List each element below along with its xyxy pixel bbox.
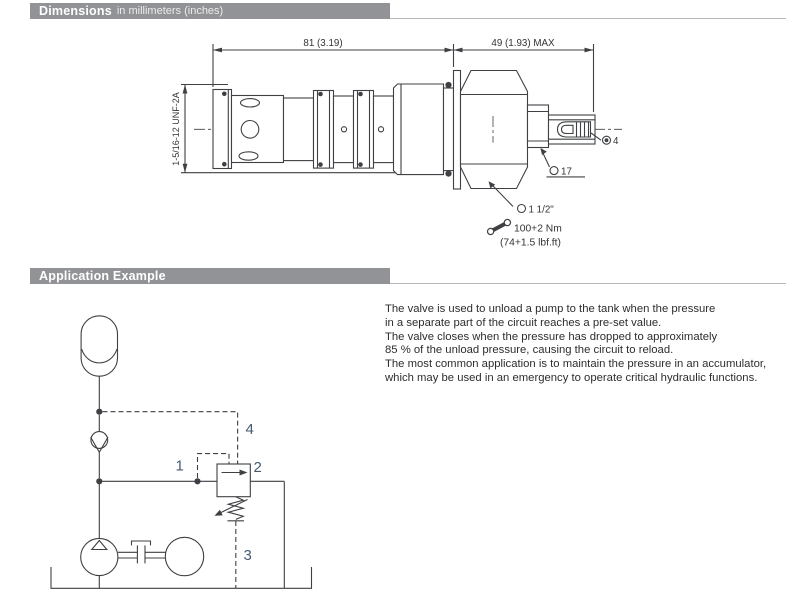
application-line: The valve is used to unload a pump to th… [385, 303, 716, 315]
port-hole [240, 119, 260, 139]
callout-torque: 1 1/2" 100+2 Nm (74+1.5 lbf.ft) [486, 181, 562, 249]
hex-large-label: 1 1/2" [529, 205, 555, 216]
valve-body [212, 69, 596, 190]
wrench-icon [486, 218, 512, 236]
application-line: which may be used in an emergency to ope… [385, 371, 758, 384]
application-header-bar: Application Example [30, 268, 390, 284]
dimension-49: 49 (1.93) MAX [453, 38, 595, 112]
drive-coupling-symbol [117, 540, 166, 564]
oring-dot [445, 81, 452, 89]
unloading-valve-symbol [216, 463, 251, 498]
dimension-81: 81 (3.19) [212, 38, 455, 87]
dimensions-header-title: Dimensions [39, 4, 112, 18]
application-line: in a separate part of the circuit reache… [385, 316, 662, 329]
check-valve-symbol [90, 414, 109, 479]
port-2-label: 2 [254, 459, 262, 476]
hex-symbol-icon [516, 203, 527, 214]
valve-dimension-drawing: 81 (3.19) 49 (1.93) MAX 1-5/16-12 UNF-2A [171, 38, 622, 249]
cross-hole [239, 98, 261, 108]
torque-nm-label: 100+2 Nm [514, 224, 562, 235]
dim-width-label: 81 (3.19) [303, 38, 342, 49]
tank-symbol [50, 567, 313, 589]
pilot-line-1 [196, 453, 230, 478]
application-description: The valve is used to unload a pump to th… [385, 303, 770, 386]
allen-size-label: 4 [613, 136, 619, 147]
oring-dot [445, 170, 452, 177]
junction-dot [96, 408, 103, 415]
seal-dot [222, 91, 227, 97]
dimensions-header-bar: Dimensions in millimeters (inches) [30, 3, 390, 19]
hex-symbol-icon [549, 166, 559, 176]
motor-symbol [164, 536, 205, 577]
oring-dot [318, 162, 323, 167]
oring-dot [318, 91, 323, 97]
large-hex [459, 69, 529, 190]
application-circuit: 4 1 2 [50, 315, 313, 589]
adjust-screw [556, 121, 592, 138]
callout-allen-4: 4 [590, 132, 619, 147]
hex-small-label: 17 [561, 167, 572, 178]
application-line: The valve closes when the pressure has d… [385, 330, 718, 343]
thread-label: 1-5/16-12 UNF-2A [171, 92, 181, 166]
callout-hex-17: 17 [540, 148, 585, 178]
dimensions-header-subtitle: in millimeters (inches) [116, 5, 224, 17]
pilot-line-4 [102, 411, 239, 464]
application-header-rule [390, 282, 786, 284]
pilot-hole [377, 126, 385, 133]
port-3-label: 3 [244, 547, 252, 564]
cross-hole [238, 151, 259, 161]
pump-symbol [80, 537, 119, 589]
seal-dot [222, 161, 227, 167]
spring-symbol [214, 496, 248, 522]
dim-max-label: 49 (1.93) MAX [491, 38, 555, 49]
application-line: The most common application is to mainta… [385, 358, 767, 371]
torque-lbf-label: (74+1.5 lbf.ft) [500, 238, 561, 249]
junction-dot-1 [194, 478, 201, 485]
oring-dot [358, 162, 363, 167]
oring-dot [358, 91, 363, 97]
port-4-label: 4 [246, 421, 254, 438]
port-1-label: 1 [176, 458, 184, 475]
dimensions-header-rule [390, 17, 786, 19]
pilot-hole [340, 126, 348, 133]
application-header-title: Application Example [39, 269, 166, 283]
accumulator-symbol [80, 315, 119, 377]
application-line: 85 % of the unload pressure, causing the… [385, 344, 674, 357]
